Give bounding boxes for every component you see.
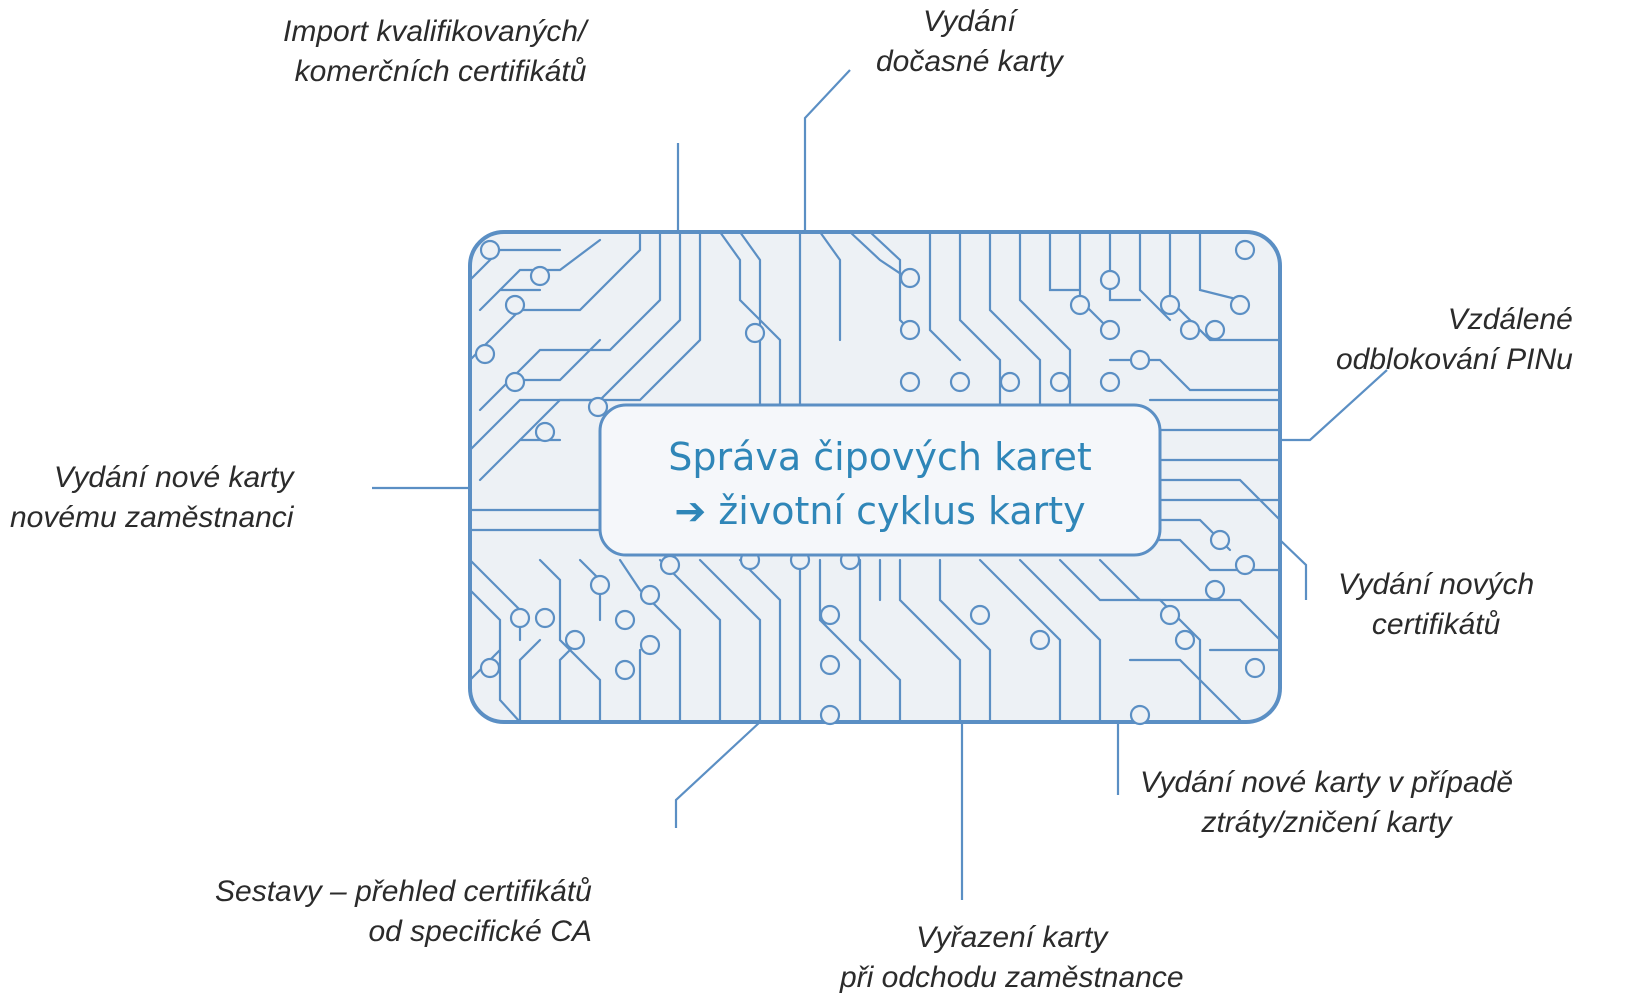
label-import-line2: komerčních certifikátů bbox=[294, 55, 587, 88]
center-panel bbox=[598, 403, 1162, 557]
label-retire-line2: při odchodu zaměstnance bbox=[840, 961, 1184, 994]
center-title-line2-text: životní cyklus karty bbox=[718, 489, 1086, 533]
label-new-employee: Vydání nové karty novému zaměstnanci bbox=[10, 458, 293, 538]
label-import-line1: Import kvalifikovaných/ bbox=[283, 15, 587, 48]
label-lost-card-line1: Vydání nové karty v případě bbox=[1140, 766, 1514, 799]
label-temp-card: Vydání dočasné karty bbox=[876, 2, 1063, 82]
label-temp-line1: Vydání bbox=[922, 5, 1016, 38]
circuit-nodes bbox=[474, 239, 1266, 726]
label-retire-card: Vyřazení karty při odchodu zaměstnance bbox=[840, 918, 1184, 998]
label-reports-line2: od specifické CA bbox=[368, 915, 592, 948]
label-reports-line1: Sestavy – přehled certifikátů bbox=[215, 875, 592, 908]
leader-lines bbox=[372, 69, 1388, 900]
label-reports: Sestavy – přehled certifikátů od specifi… bbox=[215, 872, 592, 952]
label-new-certs-line1: Vydání nových bbox=[1338, 568, 1535, 601]
center-title: Správa čipových karet ➔ životní cyklus k… bbox=[620, 430, 1140, 538]
center-title-line1: Správa čipových karet bbox=[668, 435, 1092, 479]
label-unblock-line1: Vzdálené bbox=[1447, 303, 1573, 336]
label-lost-card: Vydání nové karty v případě ztráty/zniče… bbox=[1140, 763, 1513, 843]
right-arrow-icon: ➔ bbox=[674, 489, 707, 533]
label-temp-line2: dočasné karty bbox=[876, 45, 1063, 78]
leader-temp-card bbox=[803, 69, 851, 232]
label-retire-line1: Vyřazení karty bbox=[916, 921, 1108, 954]
label-new-certs: Vydání nových certifikátů bbox=[1338, 565, 1534, 645]
label-import-certs: Import kvalifikovaných/ komerčních certi… bbox=[283, 12, 586, 92]
label-lost-card-line2: ztráty/zničení karty bbox=[1201, 806, 1452, 839]
label-new-employee-line2: novému zaměstnanci bbox=[10, 501, 294, 534]
label-new-certs-line2: certifikátů bbox=[1371, 608, 1501, 641]
leader-reports bbox=[674, 721, 761, 828]
leader-unblock bbox=[1280, 369, 1388, 442]
label-unblock-pin: Vzdálené odblokování PINu bbox=[1336, 300, 1573, 380]
center-title-line2: ➔ životní cyklus karty bbox=[620, 484, 1140, 538]
label-unblock-line2: odblokování PINu bbox=[1336, 343, 1573, 376]
label-new-employee-line1: Vydání nové karty bbox=[53, 461, 294, 494]
leader-new-certs bbox=[1279, 539, 1308, 600]
